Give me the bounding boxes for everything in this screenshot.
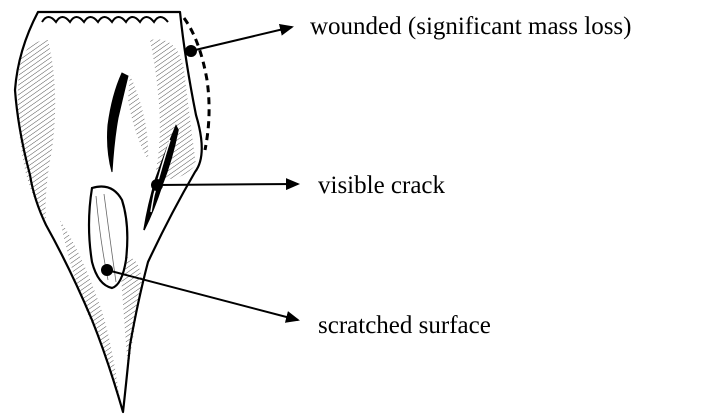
wounded-arrow [191, 27, 292, 51]
crack-arrow [157, 184, 298, 185]
crack-label: visible crack [318, 173, 445, 198]
wounded-label: wounded (significant mass loss) [310, 14, 631, 39]
scratched-surface-label: scratched surface [318, 313, 491, 338]
